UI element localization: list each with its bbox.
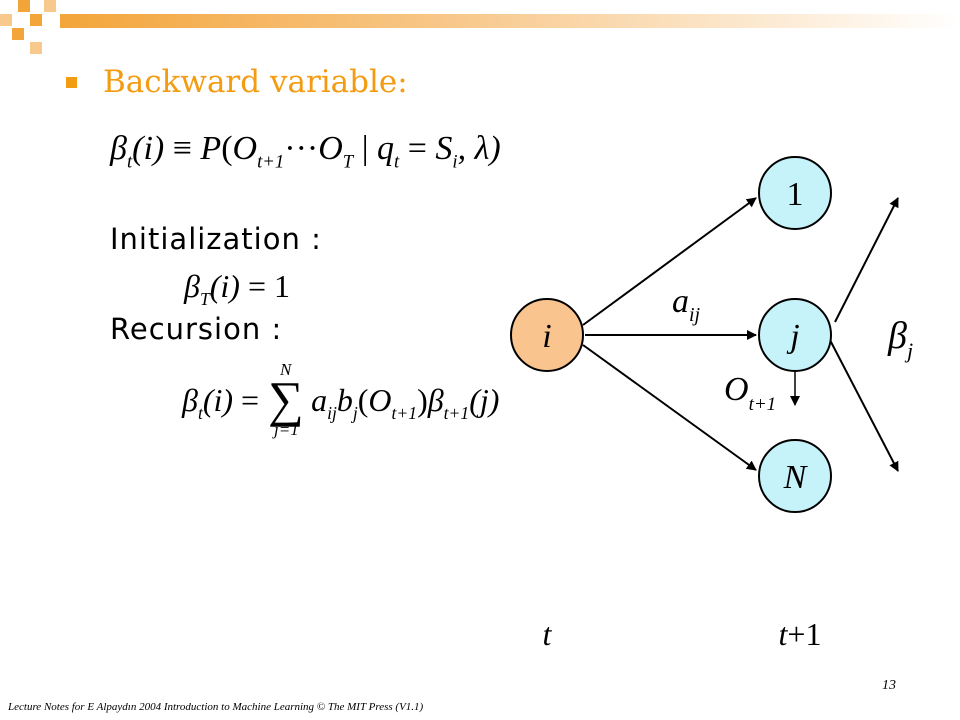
edge-j-to-future-down	[829, 339, 899, 472]
initialization-label: Initialization :	[110, 222, 322, 256]
node-n-label: N	[783, 459, 809, 496]
slide-title-row: Backward variable:	[66, 60, 408, 104]
node-1-label: 1	[787, 176, 804, 213]
edge-weight-label: aij	[672, 283, 701, 326]
node-1	[758, 156, 832, 230]
definition-equation: βt(i) ≡ P(Ot+1···OT | qt = Si, λ)	[110, 130, 501, 173]
edge-i-to-n	[582, 344, 757, 471]
recursion-equation: βt(i) = aijbj(Ot+1)βt+1(j)	[182, 382, 500, 423]
decoration-square	[30, 42, 42, 54]
decoration-square	[30, 14, 42, 26]
header-decoration-bar	[60, 14, 960, 28]
footer-citation: Lecture Notes for E Alpaydın 2004 Introd…	[8, 701, 424, 713]
recursion-label: Recursion :	[110, 312, 283, 346]
decoration-square	[12, 28, 24, 40]
decoration-square	[44, 0, 56, 12]
initialization-equation: βT(i) = 1	[184, 268, 290, 309]
node-j-label: j	[786, 318, 799, 355]
sum-lower-limit: j=1	[274, 420, 299, 439]
beta-j-label: βj	[887, 315, 913, 363]
time-t-plus-1-label: t+1	[779, 616, 822, 652]
decoration-square	[0, 14, 12, 26]
observation-label: Ot+1	[724, 371, 776, 415]
node-n	[758, 439, 832, 513]
sum-upper-limit: N	[280, 360, 292, 379]
slide-title: Backward variable:	[103, 64, 408, 100]
time-t-label: t	[543, 616, 553, 652]
edge-j-to-future-up	[834, 197, 899, 323]
bullet-icon	[66, 76, 77, 88]
sum-symbol: ∑	[268, 371, 304, 427]
page-number: 13	[882, 678, 896, 693]
edge-i-to-1	[582, 197, 757, 326]
node-j	[758, 298, 832, 372]
node-i	[510, 298, 584, 372]
node-i-label: i	[542, 318, 551, 355]
decoration-square	[18, 0, 30, 12]
